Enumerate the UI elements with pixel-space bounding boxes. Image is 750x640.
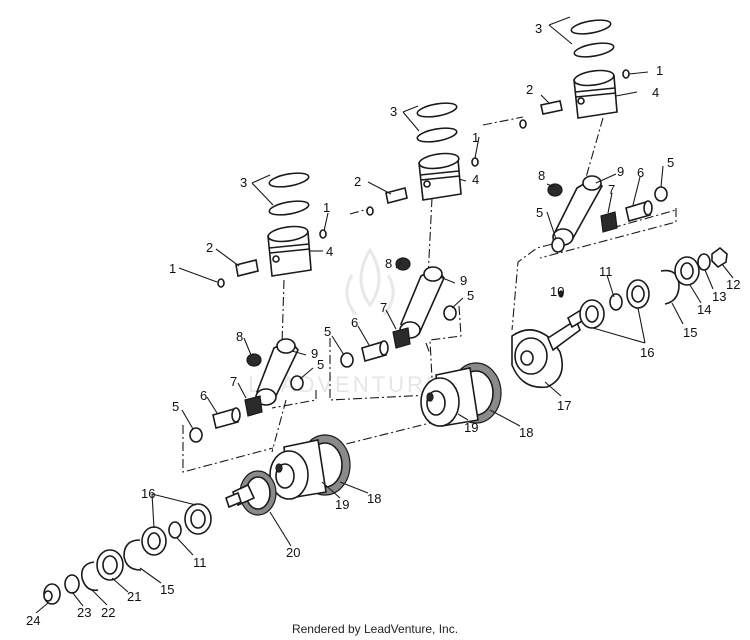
callout-9: 9 — [617, 164, 624, 179]
callout-5: 5 — [317, 357, 324, 372]
callout-2: 2 — [526, 82, 533, 97]
callout-20: 20 — [286, 545, 300, 560]
callout-21: 21 — [127, 589, 141, 604]
callout-3: 3 — [240, 175, 247, 190]
callout-23: 23 — [77, 605, 91, 620]
callout-8: 8 — [538, 168, 545, 183]
callout-12: 12 — [726, 277, 740, 292]
callout-16: 16 — [640, 345, 654, 360]
callout-labels: 3 2 1 4 1 8 9 6 5 7 5 3 2 4 1 8 9 5 6 5 … — [26, 21, 740, 628]
callout-1: 1 — [323, 200, 330, 215]
callout-4: 4 — [472, 172, 479, 187]
callout-4: 4 — [652, 85, 659, 100]
callout-22: 22 — [101, 605, 115, 620]
callout-5: 5 — [467, 288, 474, 303]
callout-8: 8 — [236, 329, 243, 344]
callout-17: 17 — [557, 398, 571, 413]
callout-19: 19 — [335, 497, 349, 512]
leader-lines — [35, 16, 734, 614]
callout-18: 18 — [519, 425, 533, 440]
callout-1: 1 — [169, 261, 176, 276]
callout-14: 14 — [697, 302, 711, 317]
callout-5: 5 — [536, 205, 543, 220]
callout-9: 9 — [460, 273, 467, 288]
right-cylinder-parts — [519, 19, 668, 253]
callout-8: 8 — [385, 256, 392, 271]
left-crankshaft-parts — [43, 434, 351, 605]
callout-3: 3 — [390, 104, 397, 119]
callout-19: 19 — [464, 420, 478, 435]
middle-cylinder-parts — [340, 102, 479, 368]
callout-11: 11 — [599, 264, 613, 279]
callout-5: 5 — [324, 324, 331, 339]
footer-credit: Rendered by LeadVenture, Inc. — [291, 622, 459, 636]
callout-16: 16 — [141, 486, 155, 501]
callout-18: 18 — [367, 491, 381, 506]
callout-15: 15 — [683, 325, 697, 340]
callout-6: 6 — [637, 165, 644, 180]
callout-1: 1 — [656, 63, 663, 78]
callout-24: 24 — [26, 613, 40, 628]
left-cylinder-parts — [189, 172, 327, 443]
callout-7: 7 — [608, 182, 615, 197]
callout-11: 11 — [193, 555, 207, 570]
callout-9: 9 — [311, 346, 318, 361]
callout-13: 13 — [712, 289, 726, 304]
callout-7: 7 — [380, 300, 387, 315]
callout-5: 5 — [172, 399, 179, 414]
right-crankshaft-parts — [420, 246, 728, 427]
callout-15: 15 — [160, 582, 174, 597]
callout-4: 4 — [326, 244, 333, 259]
assembly-lines — [182, 116, 677, 473]
callout-3: 3 — [535, 21, 542, 36]
callout-2: 2 — [354, 174, 361, 189]
callout-1: 1 — [472, 130, 479, 145]
callout-7: 7 — [230, 374, 237, 389]
callout-2: 2 — [206, 240, 213, 255]
callout-6: 6 — [351, 315, 358, 330]
callout-6: 6 — [200, 388, 207, 403]
callout-5: 5 — [667, 155, 674, 170]
callout-10: 10 — [550, 284, 564, 299]
